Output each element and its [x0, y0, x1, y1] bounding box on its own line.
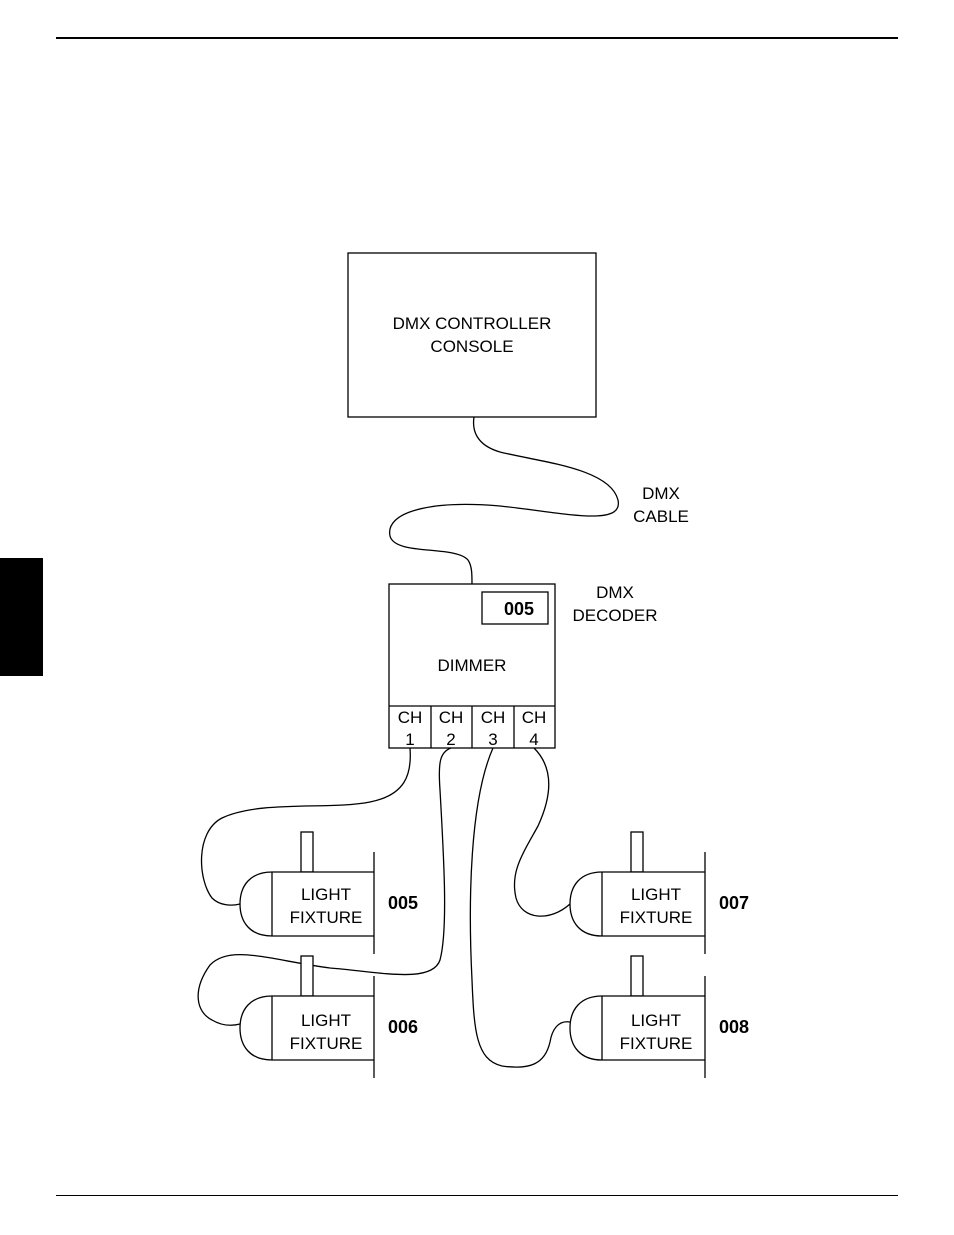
fixture-006-line2: FIXTURE [290, 1034, 363, 1053]
cable-label-line1: DMX [642, 484, 680, 503]
fixture-007-address: 007 [719, 893, 749, 913]
channel-3-top: CH [481, 708, 506, 727]
dmx-decoder: 005 DIMMER CH 1 CH 2 CH 3 CH 4 [389, 584, 555, 749]
channel-4-cable [514, 748, 570, 916]
fixture-007-line2: FIXTURE [620, 908, 693, 927]
dimmer-label: DIMMER [438, 656, 507, 675]
cable-label-line2: CABLE [633, 507, 689, 526]
dmx-cable [390, 417, 619, 584]
controller-label-line1: DMX CONTROLLER [393, 314, 552, 333]
controller-console: DMX CONTROLLER CONSOLE [348, 253, 596, 417]
channel-1-num: 1 [405, 730, 414, 749]
fixture-007-line1: LIGHT [631, 885, 681, 904]
light-fixture-007: LIGHT FIXTURE 007 [570, 832, 749, 954]
decoder-label-line1: DMX [596, 583, 634, 602]
channel-4-top: CH [522, 708, 547, 727]
channel-2-num: 2 [446, 730, 455, 749]
channel-2-top: CH [439, 708, 464, 727]
light-fixture-008: LIGHT FIXTURE 008 [570, 956, 749, 1078]
decoder-address: 005 [504, 599, 534, 619]
decoder-label-line2: DECODER [572, 606, 657, 625]
channel-1-top: CH [398, 708, 423, 727]
controller-label-line2: CONSOLE [430, 337, 513, 356]
fixture-006-line1: LIGHT [301, 1011, 351, 1030]
fixture-008-address: 008 [719, 1017, 749, 1037]
fixture-005-line2: FIXTURE [290, 908, 363, 927]
fixture-005-address: 005 [388, 893, 418, 913]
channel-4-num: 4 [529, 730, 538, 749]
light-fixture-005: LIGHT FIXTURE 005 [240, 832, 418, 954]
fixture-006-address: 006 [388, 1017, 418, 1037]
fixture-005-line1: LIGHT [301, 885, 351, 904]
channel-3-num: 3 [488, 730, 497, 749]
fixture-008-line1: LIGHT [631, 1011, 681, 1030]
fixture-008-line2: FIXTURE [620, 1034, 693, 1053]
